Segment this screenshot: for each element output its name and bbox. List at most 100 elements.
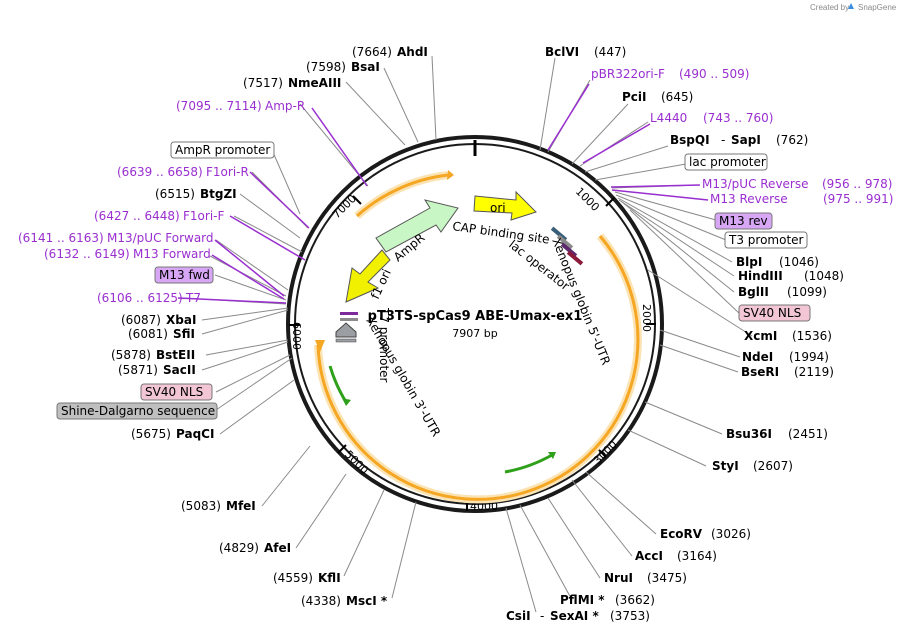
- sv40-nls-left-box[interactable]: [140, 383, 213, 401]
- enzyme-sapi[interactable]: SapI: [731, 133, 761, 147]
- enzyme-sfii[interactable]: SfiI: [173, 327, 195, 341]
- enzyme-styi[interactable]: StyI: [712, 459, 739, 473]
- ampr-outer-arrow-icon: [447, 170, 454, 180]
- enzyme-xcmi-pos: (1536): [792, 329, 832, 343]
- primer-f1ori-f-range: (6427 .. 6448): [94, 209, 180, 223]
- enzyme-styi-pos: (2607): [753, 459, 793, 473]
- enzyme-pflmi[interactable]: PflMI *: [560, 593, 605, 607]
- lac-feature-glyphs: [550, 226, 584, 266]
- shine-dalgarno-label: Shine-Dalgarno sequence: [61, 404, 215, 418]
- primer-t7-range: (6106 .. 6125): [97, 291, 183, 305]
- primer-f1ori-r[interactable]: F1ori-R: [206, 165, 249, 179]
- enzyme-ecorv[interactable]: EcoRV: [660, 527, 703, 541]
- m13-fwd-box[interactable]: [154, 266, 214, 284]
- primer-m13-puc-reverse[interactable]: M13/pUC Reverse: [702, 177, 809, 191]
- promoter-bar-icon: [340, 318, 358, 321]
- enzyme-bglii-pos: (1099): [787, 285, 827, 299]
- primer-l4440-range: (743 .. 760): [703, 111, 773, 125]
- enzyme-kfli[interactable]: KflI: [318, 571, 341, 585]
- enzyme-bsu36i[interactable]: Bsu36I: [726, 427, 772, 441]
- enzyme-btgzi[interactable]: BtgZI: [200, 187, 237, 201]
- leader-lines-right: [505, 57, 753, 613]
- primer-m13-forward-range: (6132 .. 6149): [44, 247, 130, 261]
- ampr-promoter-box[interactable]: [170, 141, 275, 159]
- tick-6000: 6000: [290, 322, 303, 350]
- enzyme-bsteii[interactable]: BstEII: [156, 348, 195, 362]
- enzyme-acci-pos: (3164): [677, 549, 717, 563]
- snapgene-logo-icon: [848, 3, 854, 9]
- shine-dalgarno-box[interactable]: [56, 402, 218, 420]
- m13-fwd-site-icon: [340, 312, 358, 315]
- enzyme-pflmi-pos: (3662): [615, 593, 655, 607]
- enzyme-pcii-pos: (645): [661, 90, 693, 104]
- enzyme-hindiii[interactable]: HindIII: [738, 269, 783, 283]
- plasmid-size: 7907 bp: [452, 327, 497, 340]
- enzyme-msci-pos: (4338): [301, 594, 341, 608]
- enzyme-bclvi[interactable]: BclVI: [545, 45, 579, 59]
- primer-m13-reverse[interactable]: M13 Reverse: [710, 192, 788, 206]
- enzyme-bsu36i-pos: (2451): [788, 427, 828, 441]
- enzyme-acci[interactable]: AccI: [635, 549, 663, 563]
- enzyme-mfei[interactable]: MfeI: [226, 499, 256, 513]
- enzyme-separator-2: -: [540, 609, 544, 623]
- enzyme-bsai[interactable]: BsaI: [351, 60, 380, 74]
- sv40-nls-right-box[interactable]: [738, 304, 811, 322]
- credit-brand: SnapGene: [858, 3, 897, 12]
- f1-ori-feature-arrow: [345, 249, 391, 303]
- m13-rev-box[interactable]: [714, 212, 773, 230]
- enzyme-bsteii-pos: (5878): [111, 348, 151, 362]
- enzyme-bspqi[interactable]: BspQI: [670, 133, 710, 147]
- enzyme-separator: -: [721, 133, 725, 147]
- primer-pbr322ori-f[interactable]: pBR322ori-F: [591, 67, 665, 81]
- primer-t7[interactable]: T7: [185, 291, 201, 305]
- boxed-features: lac promoter M13 rev T3 promoter SV40 NL…: [56, 141, 811, 420]
- enzyme-xbai[interactable]: XbaI: [166, 313, 196, 327]
- primer-m13-forward[interactable]: M13 Forward: [133, 247, 211, 261]
- t3-promoter-label: T3 promoter: [728, 233, 804, 247]
- enzyme-nrui[interactable]: NruI: [604, 571, 633, 585]
- feature-green-arrow-icon: [548, 452, 556, 459]
- enzyme-sacii[interactable]: SacII: [163, 363, 196, 377]
- backbone-outer: [286, 135, 664, 513]
- enzyme-csii[interactable]: CsiI: [506, 609, 531, 623]
- xenopus-5-label: Xenopus globin 5'-UTR: [549, 236, 613, 367]
- enzyme-nrui-pos: (3475): [647, 571, 687, 585]
- enzyme-sexai[interactable]: SexAI *: [550, 609, 599, 623]
- enzyme-bsai-pos: (7598): [306, 60, 346, 74]
- plasmid-name: pT3TS-spCas9 ABE-Umax-ex1: [368, 309, 583, 324]
- enzyme-ndei[interactable]: NdeI: [742, 350, 773, 364]
- enzyme-pcii[interactable]: PciI: [622, 90, 647, 104]
- enzyme-xcmi[interactable]: XcmI: [744, 329, 777, 343]
- enzyme-blpi[interactable]: BlpI: [736, 255, 762, 269]
- primer-f1ori-f[interactable]: F1ori-F: [183, 209, 224, 223]
- enzyme-bseri[interactable]: BseRI: [741, 365, 779, 379]
- primer-l4440[interactable]: L4440: [650, 111, 687, 125]
- tick-2000: 2000: [640, 304, 653, 332]
- enzyme-mfei-pos: (5083): [181, 499, 221, 513]
- cas9-arrowhead-icon: [315, 340, 325, 352]
- sv40-nls-right-label: SV40 NLS: [743, 306, 801, 320]
- enzyme-nmeaiii[interactable]: NmeAIII: [288, 76, 341, 90]
- lac-promoter-label: lac promoter: [689, 155, 766, 169]
- lac-promoter-box[interactable]: [684, 153, 768, 171]
- t3-promoter-box[interactable]: [724, 231, 808, 249]
- feature-green-arrow2-icon: [342, 398, 351, 406]
- t7-promoter-icon: [335, 322, 357, 338]
- credit-prefix: Created by: [810, 3, 849, 12]
- enzyme-bglii[interactable]: BglII: [738, 285, 769, 299]
- enzyme-paqci[interactable]: PaqCI: [176, 427, 214, 441]
- ampr-promoter-label: AmpR promoter: [175, 143, 270, 157]
- primer-m13-puc-forward[interactable]: M13/pUC Forward: [107, 231, 214, 245]
- enzyme-bclvi-pos: (447): [594, 45, 626, 59]
- t7-promoter-base-icon: [335, 338, 357, 343]
- enzyme-msci[interactable]: MscI *: [346, 594, 388, 608]
- primer-amp-r[interactable]: Amp-R: [265, 99, 305, 113]
- enzyme-afei[interactable]: AfeI: [264, 541, 291, 555]
- enzyme-btgzi-pos: (6515): [155, 187, 195, 201]
- enzyme-sacii-pos: (5871): [118, 363, 158, 377]
- ori-feature-arrow: [473, 190, 537, 221]
- enzyme-ahdi[interactable]: AhdI: [397, 45, 428, 59]
- primer-leaders: [177, 83, 709, 304]
